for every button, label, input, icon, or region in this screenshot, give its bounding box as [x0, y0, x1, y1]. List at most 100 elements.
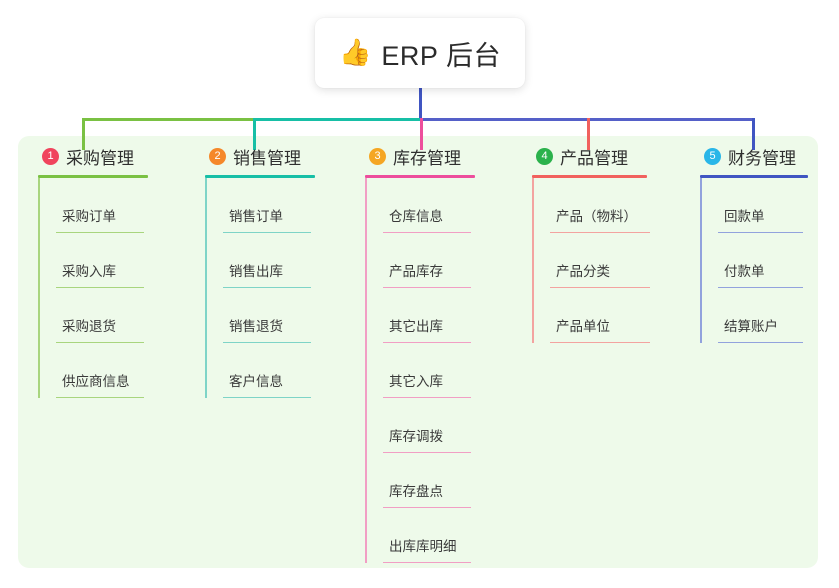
list-item-underline — [718, 286, 803, 288]
list-item-underline — [223, 286, 311, 288]
list-item-underline — [383, 231, 471, 233]
list-item-label: 采购退货 — [62, 319, 116, 334]
item-connector-line — [365, 233, 367, 288]
thumbs-up-emoji: 👍 — [339, 38, 372, 68]
list-item-label: 其它入库 — [389, 374, 443, 389]
item-connector-line — [205, 178, 207, 233]
item-connector-line — [365, 453, 367, 508]
root-node-title: ERP 后台 — [381, 40, 501, 71]
list-item[interactable]: 采购订单 — [38, 178, 186, 233]
connector-drop-line — [253, 118, 256, 150]
list-item-label: 付款单 — [724, 264, 765, 279]
list-item[interactable]: 销售退货 — [205, 288, 353, 343]
item-connector-line — [700, 233, 702, 288]
column-header-underline — [205, 175, 315, 178]
list-item[interactable]: 库存盘点 — [365, 453, 513, 508]
list-item-label: 出库库明细 — [389, 539, 457, 554]
column-title-5: 财务管理 — [728, 148, 796, 168]
column-header-underline — [38, 175, 148, 178]
list-item-underline — [550, 286, 650, 288]
column-header-3[interactable]: 3 库存管理 — [365, 142, 513, 170]
list-item-label: 库存盘点 — [389, 484, 443, 499]
list-item-label: 仓库信息 — [389, 209, 443, 224]
connector-bus-segment — [253, 118, 420, 121]
list-item[interactable]: 付款单 — [700, 233, 820, 288]
list-item-underline — [383, 451, 471, 453]
list-item[interactable]: 客户信息 — [205, 343, 353, 398]
connector-bus-segment — [82, 118, 253, 121]
list-item[interactable]: 仓库信息 — [365, 178, 513, 233]
list-item-underline — [383, 396, 471, 398]
list-item-label: 产品单位 — [556, 319, 610, 334]
list-item[interactable]: 其它入库 — [365, 343, 513, 398]
root-stem-line — [419, 88, 422, 121]
list-item[interactable]: 回款单 — [700, 178, 820, 233]
root-node-card[interactable]: 👍 ERP 后台 — [315, 18, 525, 88]
list-item-label: 产品（物料） — [556, 209, 637, 224]
list-item[interactable]: 库存调拨 — [365, 398, 513, 453]
list-item[interactable]: 供应商信息 — [38, 343, 186, 398]
column-items-5: 回款单付款单结算账户 — [700, 178, 820, 343]
diagram-panel — [18, 136, 818, 568]
item-connector-line — [365, 343, 367, 398]
list-item[interactable]: 产品单位 — [532, 288, 692, 343]
list-item-underline — [550, 231, 650, 233]
list-item[interactable]: 销售订单 — [205, 178, 353, 233]
item-connector-line — [38, 343, 40, 398]
list-item-underline — [56, 341, 144, 343]
item-connector-line — [38, 178, 40, 233]
column-items-4: 产品（物料） 产品分类产品单位 — [532, 178, 692, 343]
column-title-3: 库存管理 — [393, 148, 461, 168]
list-item[interactable]: 采购退货 — [38, 288, 186, 343]
list-item-label: 客户信息 — [229, 374, 283, 389]
list-item-underline — [718, 231, 803, 233]
item-connector-line — [365, 508, 367, 563]
column-header-underline — [700, 175, 808, 178]
list-item-label: 销售订单 — [229, 209, 283, 224]
list-item[interactable]: 其它出库 — [365, 288, 513, 343]
list-item[interactable]: 结算账户 — [700, 288, 820, 343]
list-item-underline — [383, 286, 471, 288]
list-item[interactable]: 产品库存 — [365, 233, 513, 288]
list-item-underline — [718, 341, 803, 343]
list-item[interactable]: 销售出库 — [205, 233, 353, 288]
column-header-5[interactable]: 5 财务管理 — [700, 142, 820, 170]
list-item[interactable]: 产品分类 — [532, 233, 692, 288]
item-connector-line — [205, 343, 207, 398]
column-items-2: 销售订单销售出库销售退货客户信息 — [205, 178, 353, 398]
connector-drop-line — [587, 118, 590, 150]
list-item-underline — [550, 341, 650, 343]
item-connector-line — [365, 288, 367, 343]
connector-drop-line — [82, 118, 85, 150]
list-item-label: 销售退货 — [229, 319, 283, 334]
column-items-1: 采购订单采购入库采购退货供应商信息 — [38, 178, 186, 398]
list-item-underline — [223, 231, 311, 233]
column-title-1: 采购管理 — [66, 148, 134, 168]
item-connector-line — [365, 178, 367, 233]
item-connector-line — [532, 288, 534, 343]
column-3: 3 库存管理仓库信息产品库存其它出库其它入库库存调拨库存盘点出库库明细 — [365, 142, 513, 563]
connector-drop-line — [420, 118, 423, 150]
list-item-label: 供应商信息 — [62, 374, 130, 389]
item-connector-line — [532, 178, 534, 233]
item-connector-line — [205, 288, 207, 343]
list-item-underline — [383, 506, 471, 508]
column-badge-3: 3 — [369, 147, 386, 165]
item-connector-line — [365, 398, 367, 453]
connector-drop-line — [752, 118, 755, 150]
list-item[interactable]: 采购入库 — [38, 233, 186, 288]
list-item-label: 库存调拨 — [389, 429, 443, 444]
column-badge-5: 5 — [704, 147, 721, 165]
list-item[interactable]: 出库库明细 — [365, 508, 513, 563]
list-item-label: 其它出库 — [389, 319, 443, 334]
list-item-underline — [223, 341, 311, 343]
list-item[interactable]: 产品（物料） — [532, 178, 692, 233]
column-5: 5 财务管理回款单付款单结算账户 — [700, 142, 820, 343]
column-title-2: 销售管理 — [233, 148, 301, 168]
